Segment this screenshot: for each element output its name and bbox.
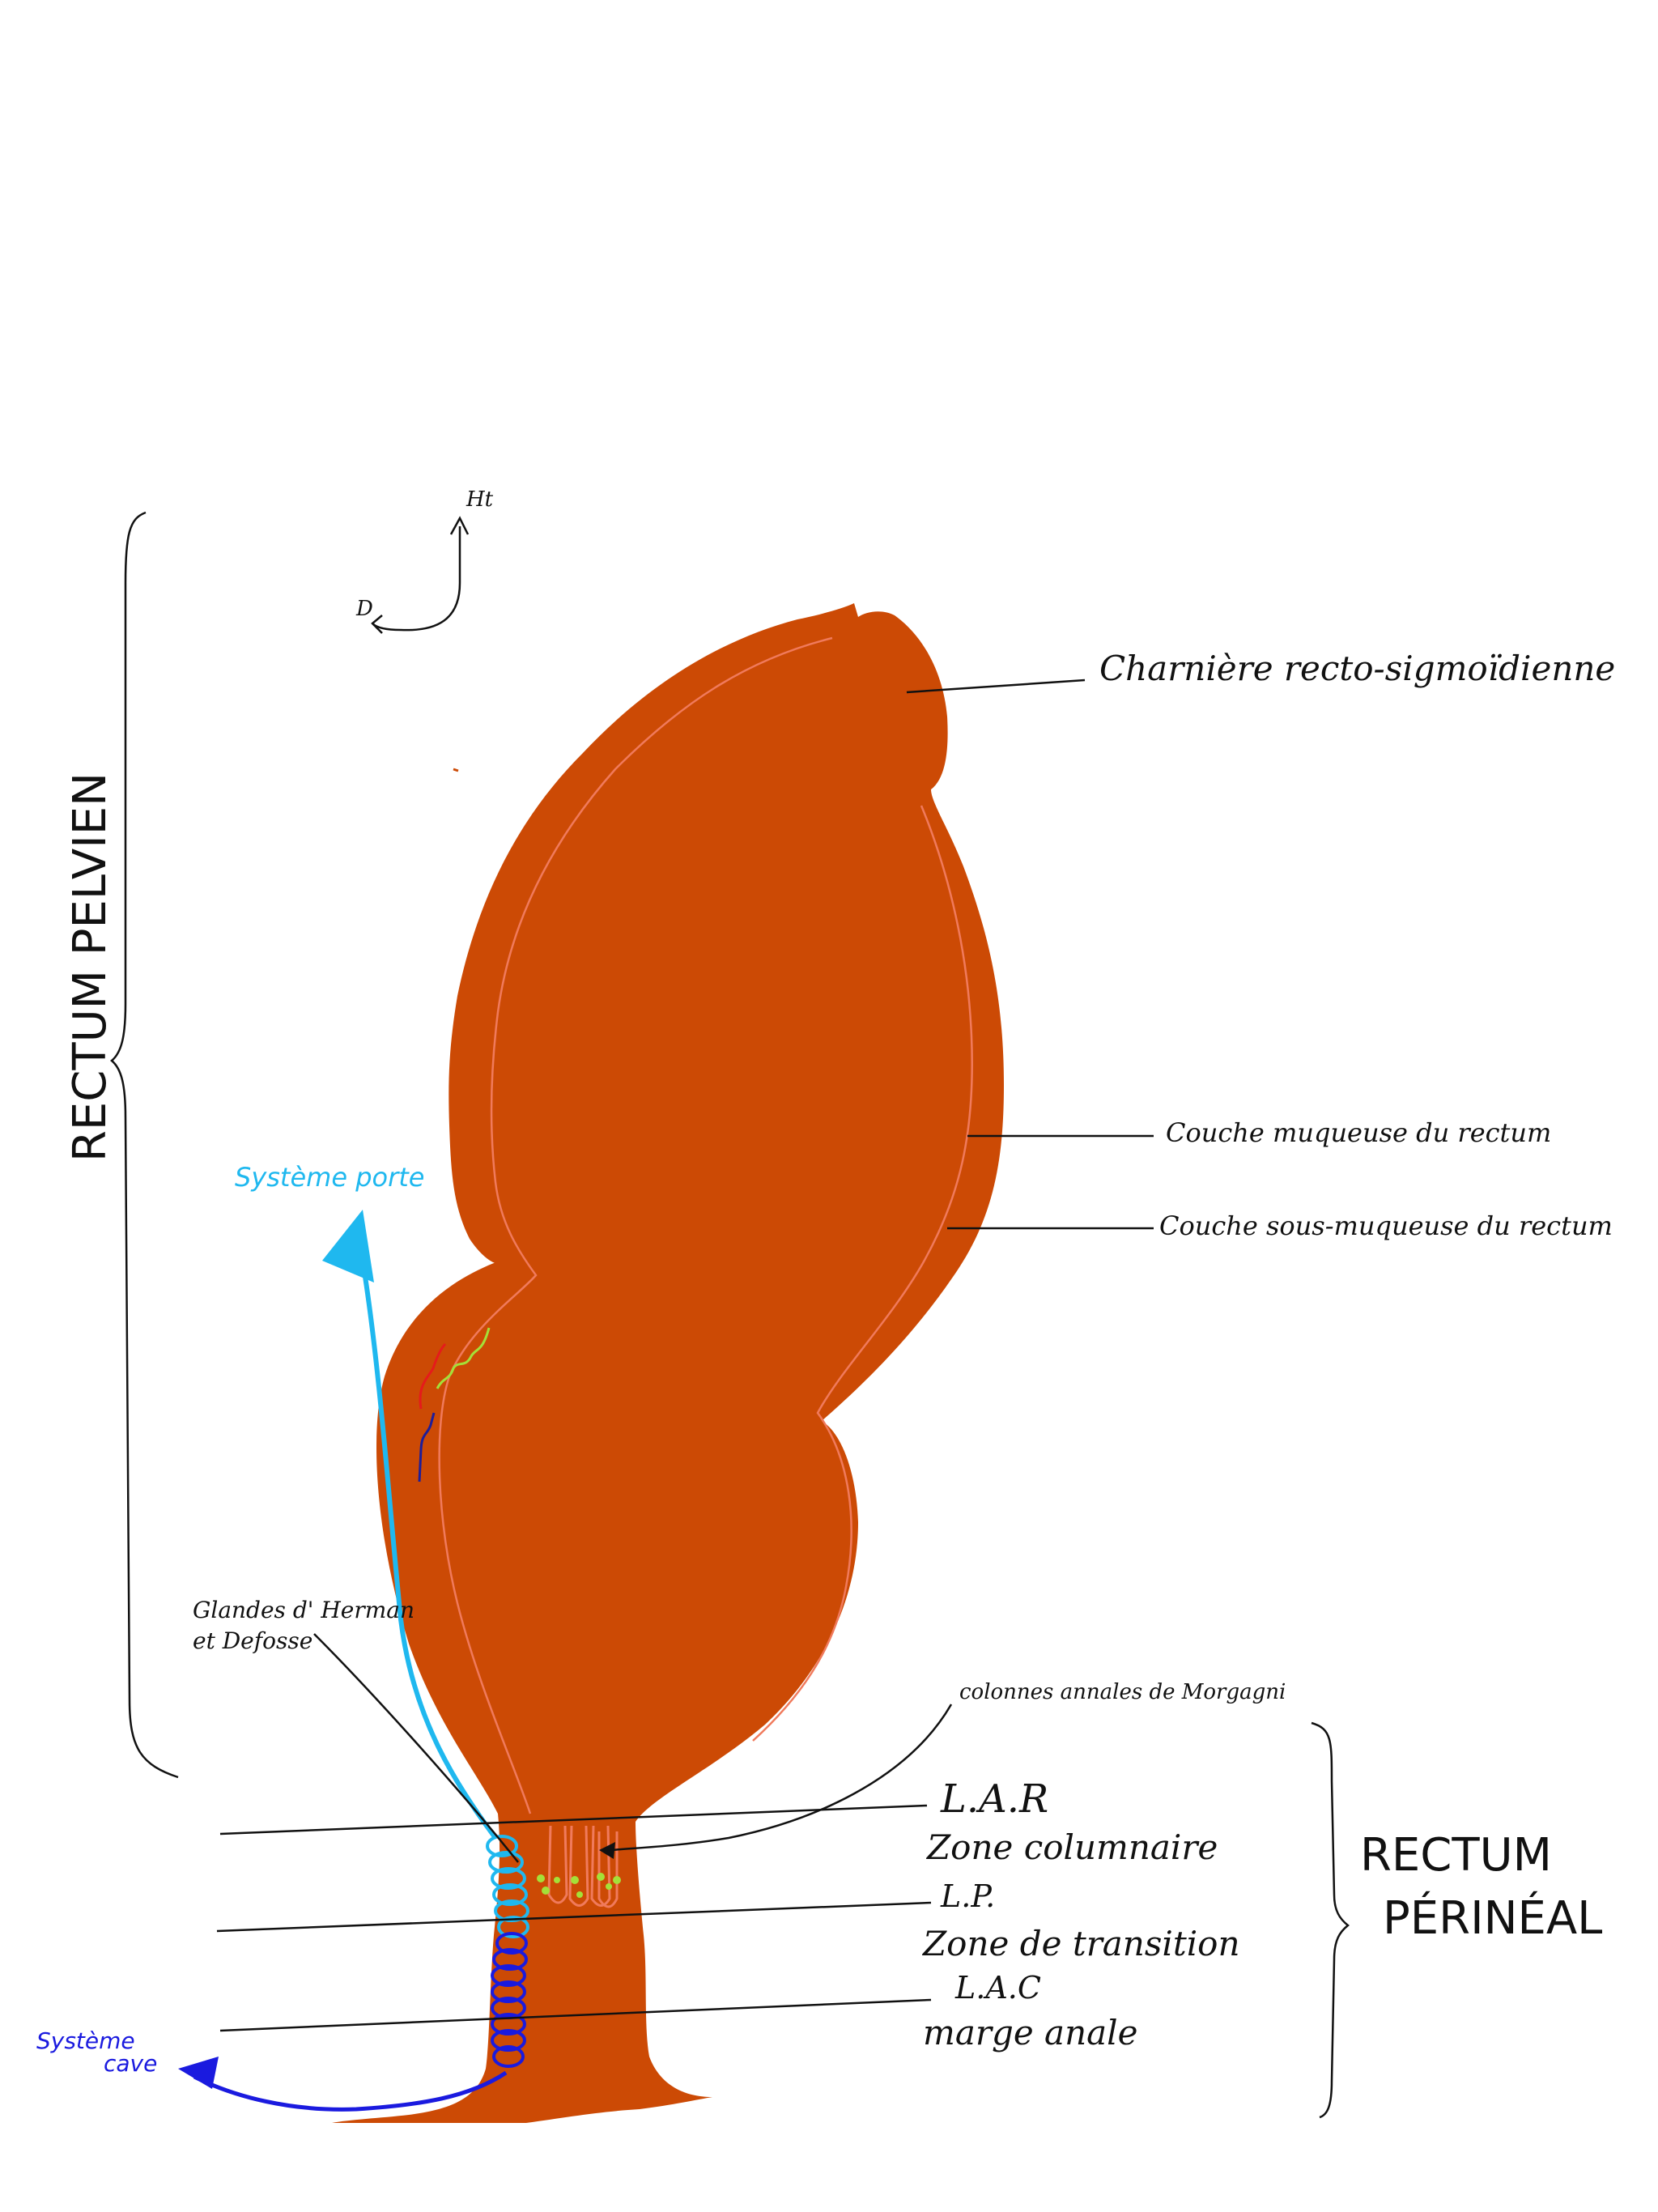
caval-vein bbox=[193, 2070, 508, 2112]
portal-arrow-head bbox=[322, 1210, 374, 1283]
label-lac: L.A.C bbox=[954, 1970, 1041, 2006]
label-zone-columnaire: Zone columnaire bbox=[925, 1827, 1218, 1867]
label-rectum-perineal-2: PÉRINÉAL bbox=[1383, 1892, 1602, 1945]
label-charniere: Charnière recto-sigmoïdienne bbox=[1099, 649, 1615, 688]
bracket-rectum-perineal bbox=[1311, 1721, 1350, 2119]
leader-colonnes bbox=[610, 1704, 953, 1852]
caval-arrow-head bbox=[178, 2057, 219, 2089]
orientation-right-label: D bbox=[355, 597, 373, 621]
label-systeme-porte: Système porte bbox=[235, 1162, 424, 1193]
portal-plexus bbox=[486, 1835, 529, 1938]
anal-columns bbox=[547, 1825, 619, 1908]
label-lp: L.P. bbox=[940, 1878, 995, 1914]
mucosa-line bbox=[438, 636, 833, 1814]
red-vessel bbox=[419, 1342, 447, 1410]
line-lar bbox=[219, 1804, 928, 1836]
portal-vein bbox=[362, 1270, 498, 1840]
label-zone-transition: Zone de transition bbox=[921, 1924, 1240, 1963]
leader-charniere bbox=[906, 678, 1086, 694]
stray-mark bbox=[453, 768, 459, 772]
orientation-up-label: Ht bbox=[466, 487, 494, 512]
navy-vessel bbox=[418, 1412, 436, 1482]
orientation-axes-icon bbox=[371, 516, 470, 634]
label-muqueuse: Couche muqueuse du rectum bbox=[1166, 1117, 1551, 1148]
mucosa-line-right bbox=[752, 805, 973, 1742]
label-glandes-2: et Defosse bbox=[193, 1627, 312, 1654]
label-lar: L.A.R bbox=[940, 1776, 1048, 1822]
leader-glandes bbox=[313, 1633, 519, 1863]
leader-lines bbox=[216, 678, 1154, 2032]
rectum-body bbox=[332, 603, 1004, 2123]
bracket-rectum-pelvien bbox=[110, 511, 179, 1779]
label-systeme-cave-1: Système bbox=[36, 2027, 135, 2054]
gland-dots bbox=[537, 1873, 621, 1898]
label-marge-anale: marge anale bbox=[923, 2013, 1137, 2052]
leader-colonnes-arrow bbox=[599, 1842, 615, 1859]
label-rectum-pelvien: RECTUM PELVIEN bbox=[64, 772, 117, 1162]
label-systeme-cave-2: cave bbox=[104, 2050, 157, 2077]
line-lp bbox=[216, 1901, 932, 1933]
label-rectum-perineal-1: RECTUM bbox=[1360, 1829, 1552, 1882]
label-sous-muqueuse: Couche sous-muqueuse du rectum bbox=[1159, 1210, 1613, 1241]
label-colonnes: colonnes annales de Morgagni bbox=[959, 1680, 1286, 1704]
green-vessel bbox=[436, 1327, 491, 1389]
label-glandes-1: Glandes d' Herman bbox=[193, 1597, 414, 1623]
line-lac bbox=[219, 1998, 932, 2032]
